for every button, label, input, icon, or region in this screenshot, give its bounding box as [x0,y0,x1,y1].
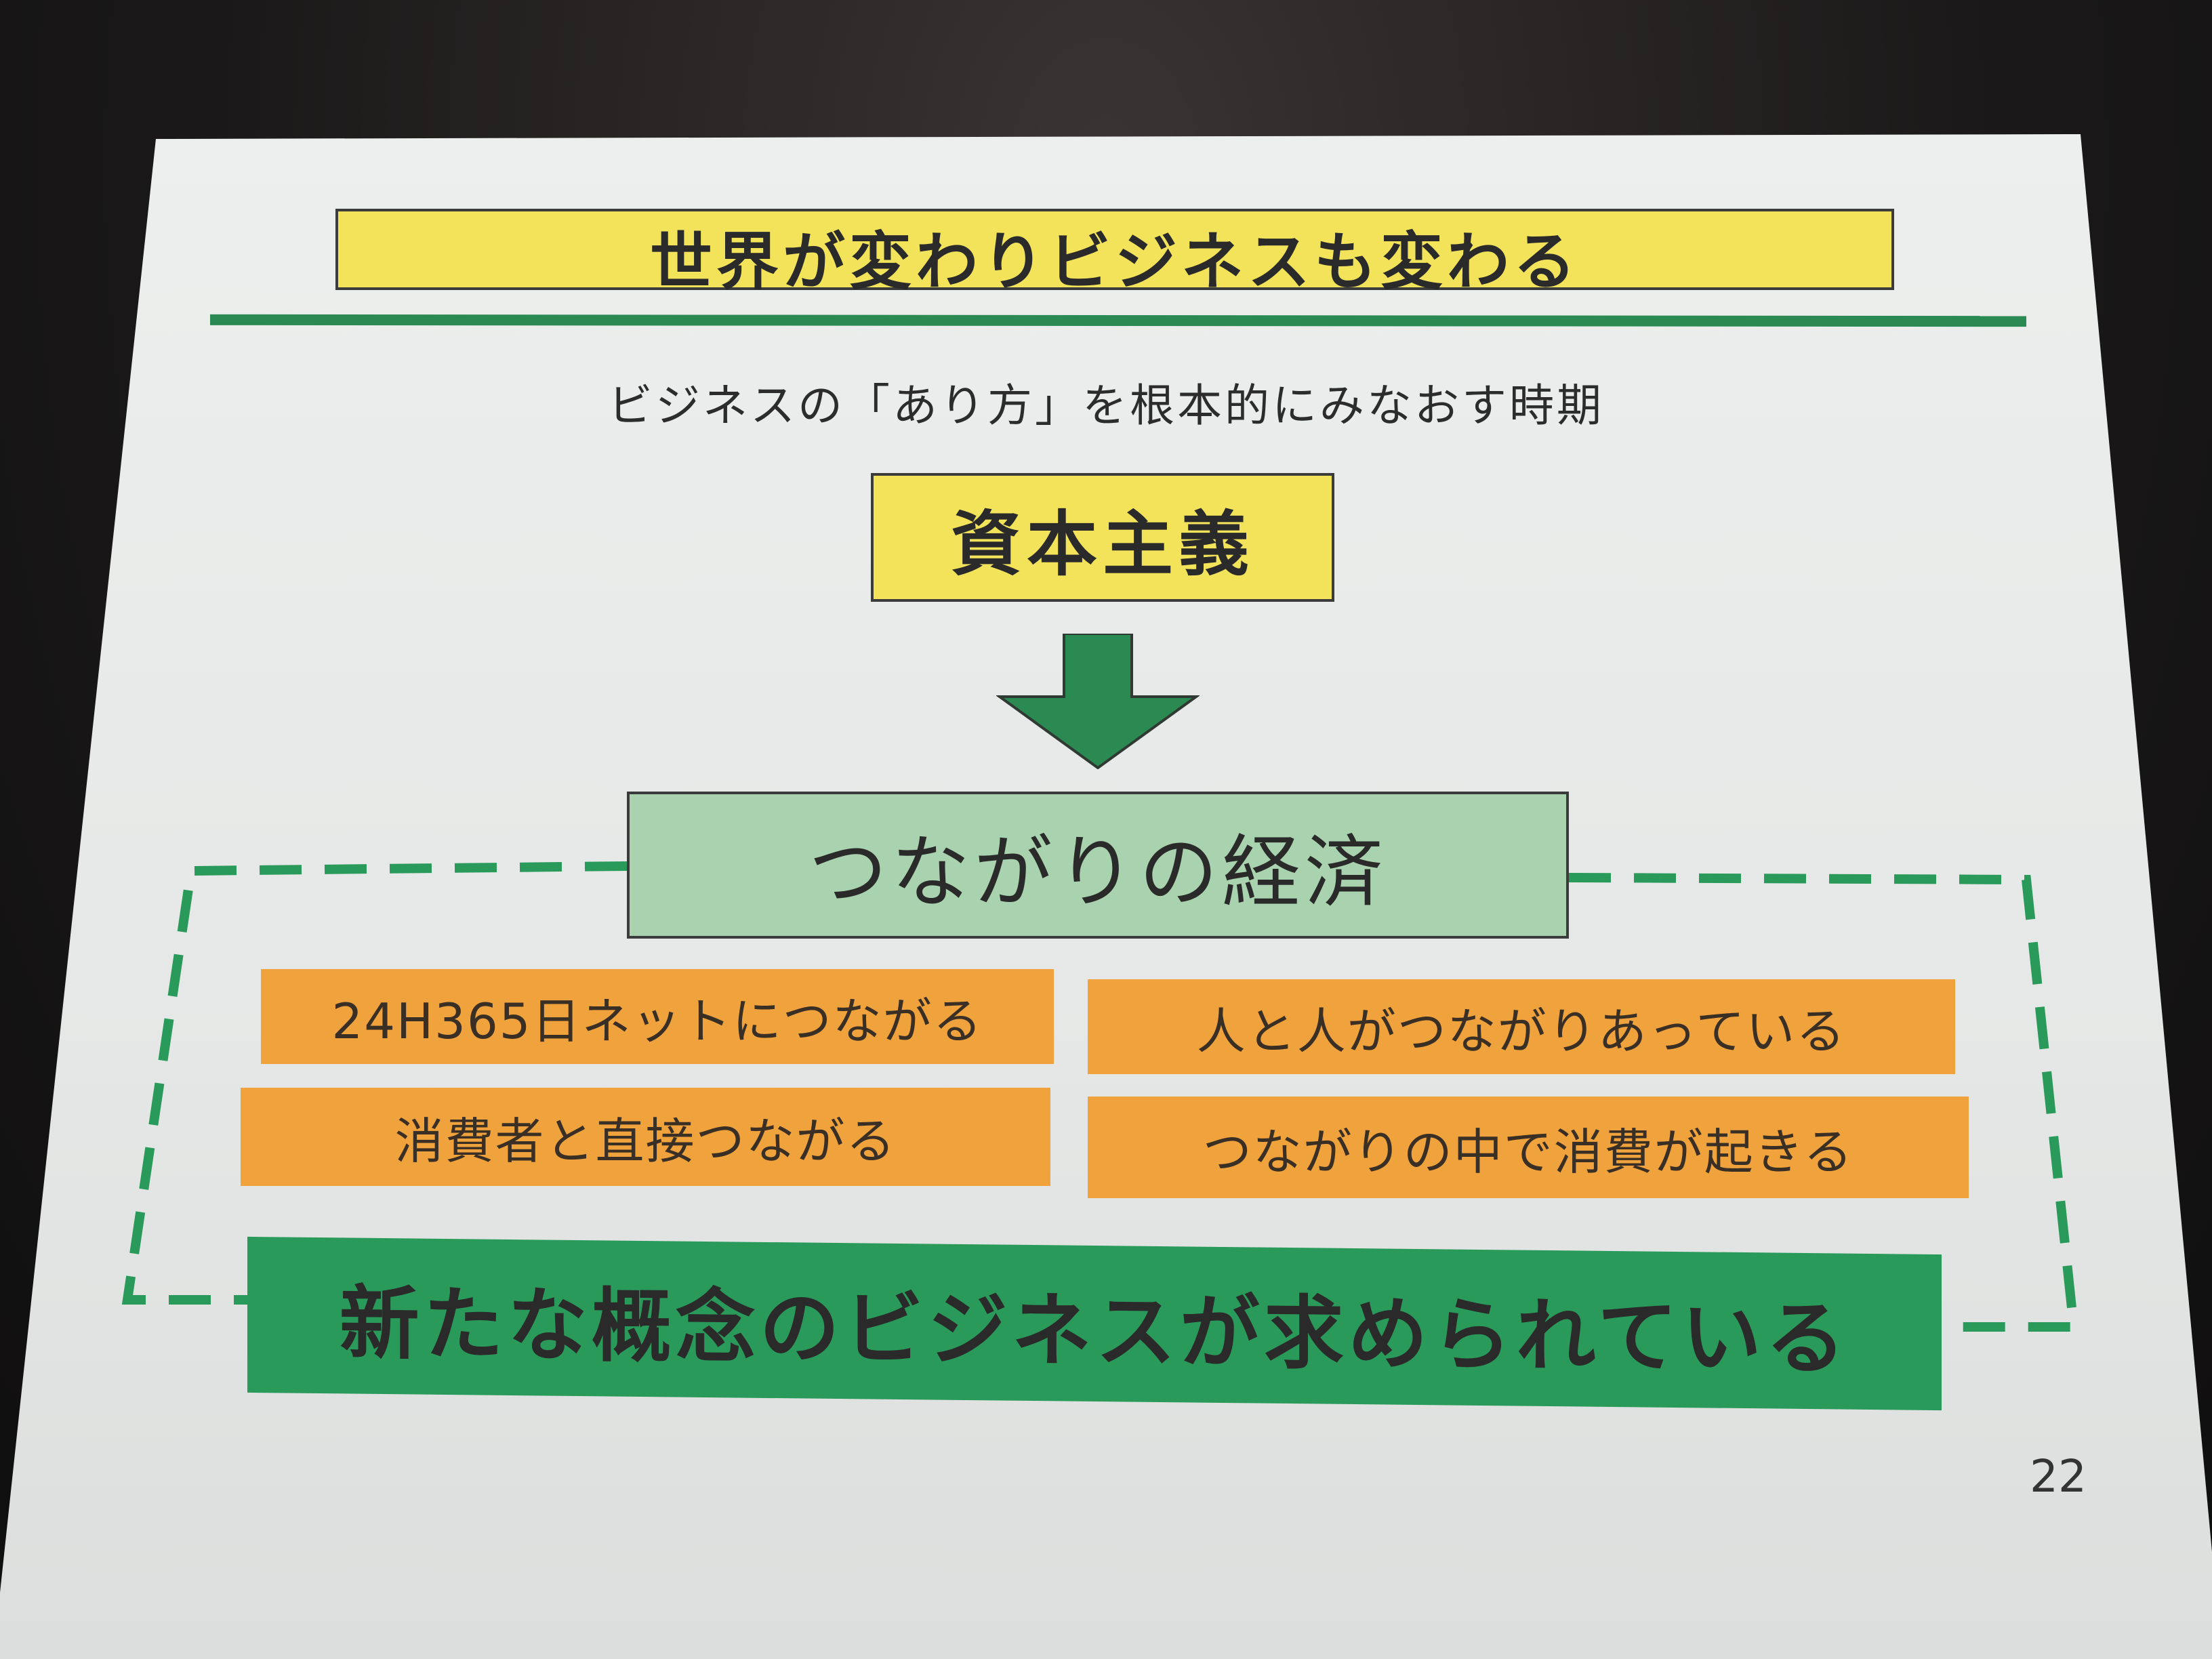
page-number: 22 [2030,1450,2087,1502]
slide-title: 世界が変わりビジネスも変わる [649,225,1580,298]
feature-box-3: 消費者と直接つながる [241,1088,1050,1186]
down-arrow-icon [996,634,1200,769]
connection-economy-box: つながりの経済 [627,792,1569,939]
feature-label-4: つながりの中で消費が起きる [1202,1123,1854,1181]
capitalism-label: 資本主義 [950,502,1254,586]
feature-label-3: 消費者と直接つながる [394,1113,897,1170]
feature-box-2: 人と人がつながりあっている [1088,979,1955,1074]
feature-label-1: 24H365日ネットにつながる [331,992,983,1050]
capitalism-box: 資本主義 [871,473,1334,602]
slide-subtitle: ビジネスの「あり方」を根本的にみなおす時期 [608,380,1604,432]
slide-title-box: 世界が変わりビジネスも変わる [335,209,1894,298]
feature-box-1: 24H365日ネットにつながる [261,969,1054,1064]
conclusion-box: 新たな概念のビジネスが求められている [247,1236,1942,1411]
connection-economy-label: つながりの経済 [808,826,1387,918]
feature-box-4: つながりの中で消費が起きる [1088,1097,1969,1198]
conclusion-label: 新たな概念のビジネスが求められている [339,1275,1850,1386]
feature-label-2: 人と人がつながりあっている [1196,1002,1847,1060]
title-underline [209,314,2027,327]
